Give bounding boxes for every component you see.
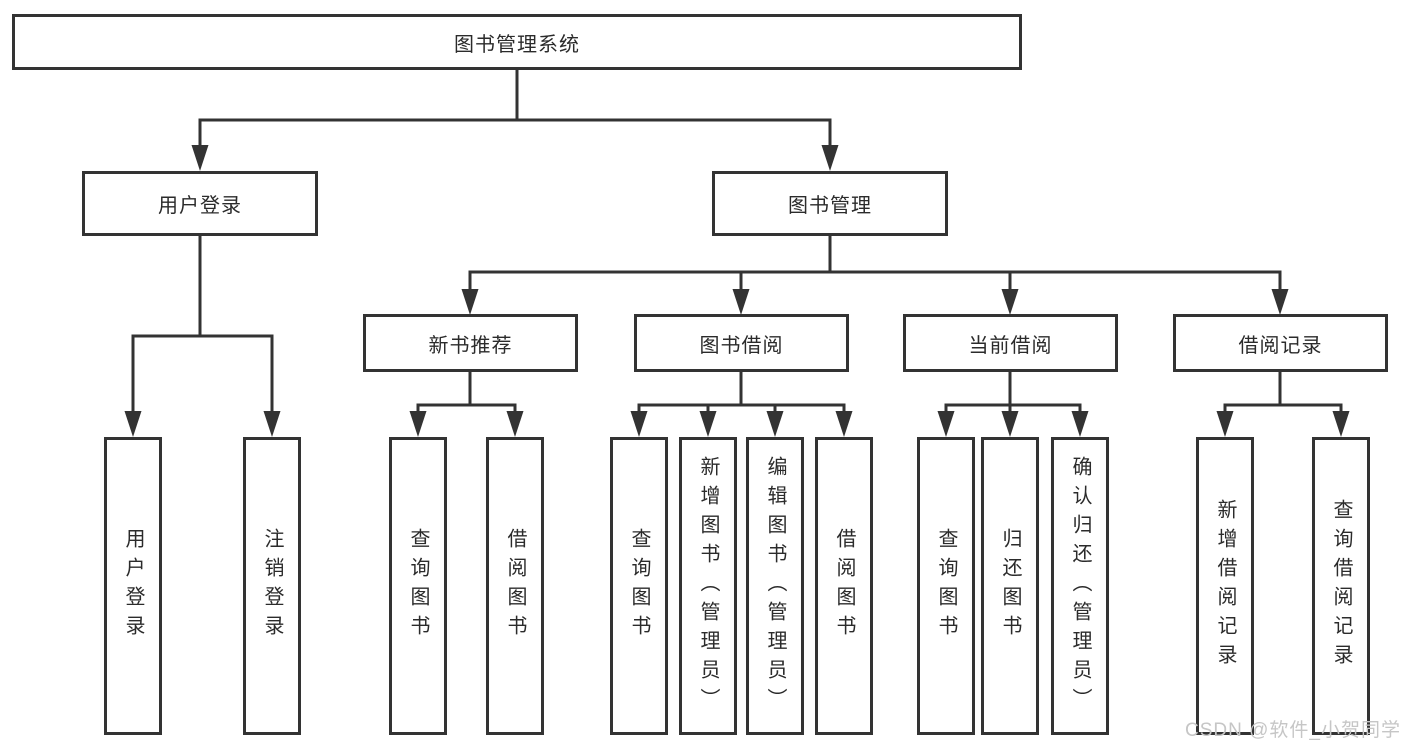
leaf-confirm-return-admin: 确认归还（管理员）: [1051, 437, 1109, 735]
arrowhead: [1071, 411, 1089, 437]
node-borrow-records-label: 借阅记录: [1238, 334, 1323, 357]
leaf-query-borrow-record: 查询借阅记录: [1312, 437, 1370, 735]
leaf-label: 查询借阅记录: [1330, 499, 1352, 673]
arrowhead: [835, 411, 853, 437]
connector-borrow-records-subtree: [1223, 372, 1343, 414]
arrowhead: [766, 411, 784, 437]
arrowhead: [630, 411, 648, 437]
leaf-label: 用户登录: [122, 528, 144, 644]
leaf-logout: 注销登录: [243, 437, 301, 735]
leaf-user-login: 用户登录: [104, 437, 162, 735]
node-book-borrow-label: 图书借阅: [699, 334, 784, 357]
arrowhead: [732, 289, 750, 315]
leaf-query-books: 查询图书: [610, 437, 668, 735]
arrowhead: [461, 289, 479, 315]
connector-book-borrow-subtree: [637, 372, 846, 414]
leaf-label: 查询图书: [935, 528, 957, 644]
arrowhead: [1332, 411, 1350, 437]
node-user-login: 用户登录: [82, 171, 318, 236]
connector-user-login-subtree: [131, 236, 274, 414]
leaf-label: 注销登录: [261, 528, 283, 644]
arrowhead: [937, 411, 955, 437]
leaf-label: 归还图书: [999, 528, 1021, 644]
leaf-label: 借阅图书: [504, 528, 526, 644]
leaf-add-borrow-record: 新增借阅记录: [1196, 437, 1254, 735]
csdn-watermark: CSDN @软件_小贺同学: [1185, 720, 1401, 741]
leaf-borrow-books: 借阅图书: [815, 437, 873, 735]
leaf-label: 查询图书: [628, 528, 650, 644]
arrowhead: [1001, 289, 1019, 315]
leaf-edit-books-admin: 编辑图书（管理员）: [746, 437, 804, 735]
leaf-label: 新增借阅记录: [1214, 499, 1236, 673]
node-new-book-recommend-label: 新书推荐: [428, 334, 513, 357]
node-current-borrow-label: 当前借阅: [968, 334, 1053, 357]
arrowhead: [821, 145, 839, 171]
node-borrow-records: 借阅记录: [1173, 314, 1388, 372]
connector-book-management-to-level3: [468, 236, 1282, 291]
leaf-query-books: 查询图书: [917, 437, 975, 735]
leaf-label: 查询图书: [407, 528, 429, 644]
connector-current-borrow-subtree: [944, 372, 1082, 414]
node-root: 图书管理系统: [12, 14, 1022, 70]
node-user-login-label: 用户登录: [158, 195, 242, 217]
node-book-management-label: 图书管理: [788, 195, 872, 217]
connector-new-book-recommend-subtree: [416, 372, 517, 414]
node-current-borrow: 当前借阅: [903, 314, 1118, 372]
leaf-add-books-admin: 新增图书（管理员）: [679, 437, 737, 735]
leaf-query-books: 查询图书: [389, 437, 447, 735]
arrowhead: [124, 411, 142, 437]
leaf-label: 编辑图书（管理员）: [764, 455, 786, 717]
leaf-return-books: 归还图书: [981, 437, 1039, 735]
arrowhead: [1216, 411, 1234, 437]
arrowhead: [1001, 411, 1019, 437]
arrowhead: [263, 411, 281, 437]
arrowhead: [699, 411, 717, 437]
node-root-label: 图书管理系统: [454, 33, 580, 56]
connector-root-to-level2: [198, 70, 832, 147]
node-book-management: 图书管理: [712, 171, 948, 236]
node-new-book-recommend: 新书推荐: [363, 314, 578, 372]
leaf-label: 借阅图书: [833, 528, 855, 644]
arrowhead: [191, 145, 209, 171]
arrowhead: [506, 411, 524, 437]
node-book-borrow: 图书借阅: [634, 314, 849, 372]
leaf-label: 新增图书（管理员）: [697, 455, 719, 717]
arrowhead: [1271, 289, 1289, 315]
arrowhead: [409, 411, 427, 437]
leaf-borrow-books: 借阅图书: [486, 437, 544, 735]
leaf-label: 确认归还（管理员）: [1069, 455, 1091, 717]
